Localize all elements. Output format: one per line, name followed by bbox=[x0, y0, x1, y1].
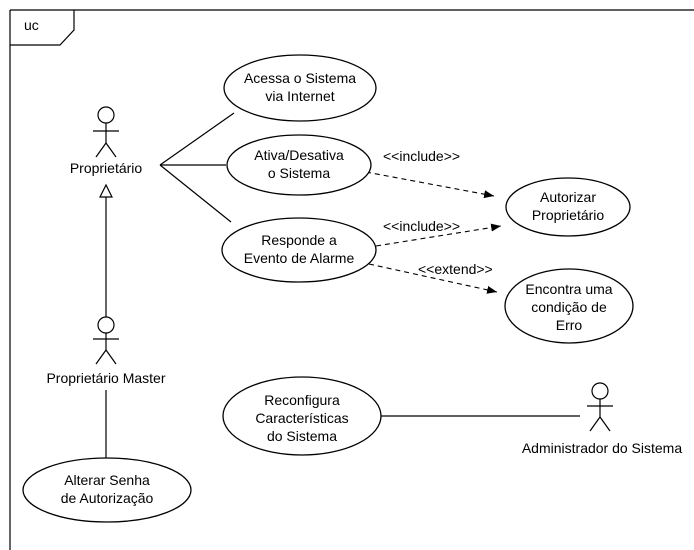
use-case-label: Alterar Senha bbox=[64, 472, 150, 488]
use-case-acessa[interactable]: Acessa o Sistema via Internet bbox=[223, 54, 377, 122]
use-case-label: Evento de Alarme bbox=[244, 250, 355, 266]
use-case-label: Responde a bbox=[261, 232, 337, 248]
use-case-label: Encontra uma bbox=[525, 281, 612, 297]
use-case-label: o Sistema bbox=[268, 165, 330, 181]
associations-proprietario bbox=[159, 112, 235, 223]
use-case-label: condição de bbox=[531, 299, 607, 315]
use-case-alterar[interactable]: Alterar Senha de Autorização bbox=[22, 457, 192, 523]
actor-label-proprietario: Proprietário bbox=[70, 160, 143, 176]
use-case-label: Reconfigura bbox=[264, 392, 340, 408]
generalization-arrow bbox=[99, 183, 113, 317]
use-case-label: Autorizar bbox=[540, 189, 596, 205]
stick-figure-icon bbox=[93, 316, 119, 365]
hollow-triangle-icon bbox=[99, 183, 113, 198]
extend-relation: <<extend>> bbox=[368, 261, 498, 294]
use-case-label: de Autorização bbox=[61, 490, 154, 506]
use-case-label: Proprietário bbox=[532, 207, 605, 223]
use-case-label: Acessa o Sistema bbox=[244, 70, 356, 86]
use-case-encontra[interactable]: Encontra uma condição de Erro bbox=[504, 268, 634, 344]
actor-proprietario-master[interactable]: Proprietário Master bbox=[46, 316, 166, 386]
actor-label-administrador: Administrador do Sistema bbox=[522, 440, 683, 456]
use-case-label: Características bbox=[255, 410, 348, 426]
stick-figure-icon bbox=[93, 106, 119, 158]
stick-figure-icon bbox=[587, 382, 613, 432]
frame-label: uc bbox=[24, 17, 39, 33]
actor-label-proprietario-master: Proprietário Master bbox=[46, 370, 165, 386]
use-case-autorizar[interactable]: Autorizar Proprietário bbox=[505, 177, 631, 237]
include-relation-1: <<include>> bbox=[365, 148, 495, 199]
diagram-frame: uc bbox=[9, 9, 694, 550]
use-case-label: via Internet bbox=[265, 88, 334, 104]
use-case-label: Erro bbox=[556, 317, 583, 333]
include-label: <<include>> bbox=[383, 218, 460, 234]
use-case-label: do Sistema bbox=[267, 428, 337, 444]
use-case-responde[interactable]: Responde a Evento de Alarme bbox=[221, 217, 377, 283]
include-relation-2: <<include>> bbox=[375, 218, 502, 247]
use-case-ativa[interactable]: Ativa/Desativa o Sistema bbox=[226, 134, 372, 196]
frame-tab bbox=[10, 10, 75, 46]
use-case-label: Ativa/Desativa bbox=[254, 147, 344, 163]
actor-administrador[interactable]: Administrador do Sistema bbox=[522, 382, 683, 456]
include-label: <<include>> bbox=[383, 148, 460, 164]
extend-label: <<extend>> bbox=[418, 261, 493, 277]
use-case-reconfigura[interactable]: Reconfigura Características do Sistema bbox=[222, 376, 382, 456]
actor-proprietario[interactable]: Proprietário bbox=[70, 106, 143, 176]
